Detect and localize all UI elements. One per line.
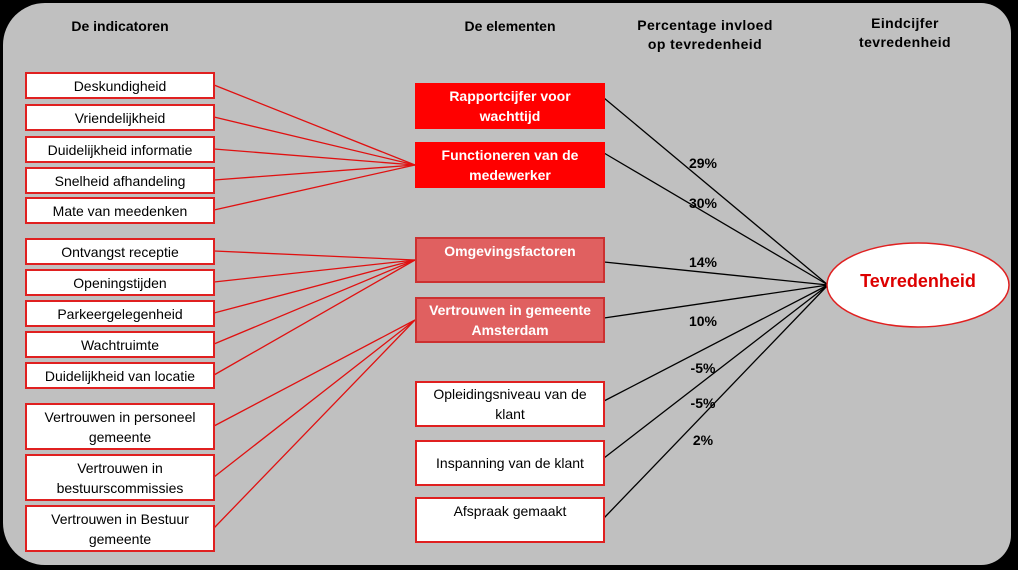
indicator-connector [213, 319, 416, 427]
influence-label: 30% [688, 195, 718, 211]
header-elements: De elementen [464, 18, 556, 34]
indicator-box: Deskundigheid [25, 72, 215, 99]
indicator-connector [213, 116, 416, 166]
indicator-box: Mate van meedenken [25, 197, 215, 224]
influence-connector [603, 97, 829, 286]
element-box: Omgevingsfactoren [415, 237, 605, 283]
indicator-connector [213, 250, 416, 261]
indicator-connector [213, 164, 416, 211]
influence-label: -5% [690, 360, 716, 376]
indicator-box: Duidelijkheid informatie [25, 136, 215, 163]
indicator-connector [213, 259, 416, 376]
influence-label: 10% [688, 313, 718, 329]
header-indicators: De indicatoren [71, 18, 169, 34]
influence-label: 14% [688, 254, 718, 270]
influence-connector [603, 284, 829, 459]
indicator-box: Vertrouwen in Bestuur gemeente [25, 505, 215, 552]
header-final: Eindcijfer tevredenheid [830, 14, 980, 52]
indicator-box: Parkeergelegenheid [25, 300, 215, 327]
indicator-box: Vertrouwen in bestuurscommissies [25, 454, 215, 501]
element-box: Opleidingsniveau van de klant [415, 381, 605, 427]
indicator-box: Wachtruimte [25, 331, 215, 358]
influence-connector [603, 284, 829, 519]
indicator-box: Vertrouwen in personeel gemeente [25, 403, 215, 450]
influence-connector [603, 261, 829, 286]
header-percentage-line2: op tevredenheid [647, 36, 763, 52]
element-box: Functioneren van de medewerker [415, 142, 605, 188]
element-box: Vertrouwen in gemeente Amsterdam [415, 297, 605, 343]
indicator-box: Snelheid afhandeling [25, 167, 215, 194]
indicator-connector [213, 259, 416, 345]
indicator-connector [213, 319, 416, 478]
indicator-box: Duidelijkheid van locatie [25, 362, 215, 389]
indicator-connector [213, 164, 416, 181]
header-final-line2: tevredenheid [859, 34, 951, 50]
element-box: Afspraak gemaakt [415, 497, 605, 543]
element-box: Inspanning van de klant [415, 440, 605, 486]
indicator-connector [213, 259, 416, 314]
influence-label: 29% [688, 155, 718, 171]
influence-label: 2% [692, 432, 714, 448]
indicator-box: Vriendelijkheid [25, 104, 215, 131]
influence-connector [603, 284, 829, 319]
header-percentage: Percentage invloed op tevredenheid [610, 16, 800, 54]
outcome-label: Tevredenheid [860, 271, 976, 291]
influence-connector [603, 284, 829, 402]
indicator-connector [213, 319, 416, 529]
outcome-ellipse [826, 242, 1010, 328]
influence-connector [603, 152, 829, 286]
header-final-line1: Eindcijfer [871, 15, 939, 31]
header-percentage-line1: Percentage invloed [637, 17, 773, 33]
indicator-connector [213, 84, 416, 166]
indicator-box: Ontvangst receptie [25, 238, 215, 265]
influence-label: -5% [690, 395, 716, 411]
indicator-connector [213, 148, 416, 166]
element-box: Rapportcijfer voor wachttijd [415, 83, 605, 129]
indicator-connector [213, 259, 416, 283]
indicator-box: Openingstijden [25, 269, 215, 296]
